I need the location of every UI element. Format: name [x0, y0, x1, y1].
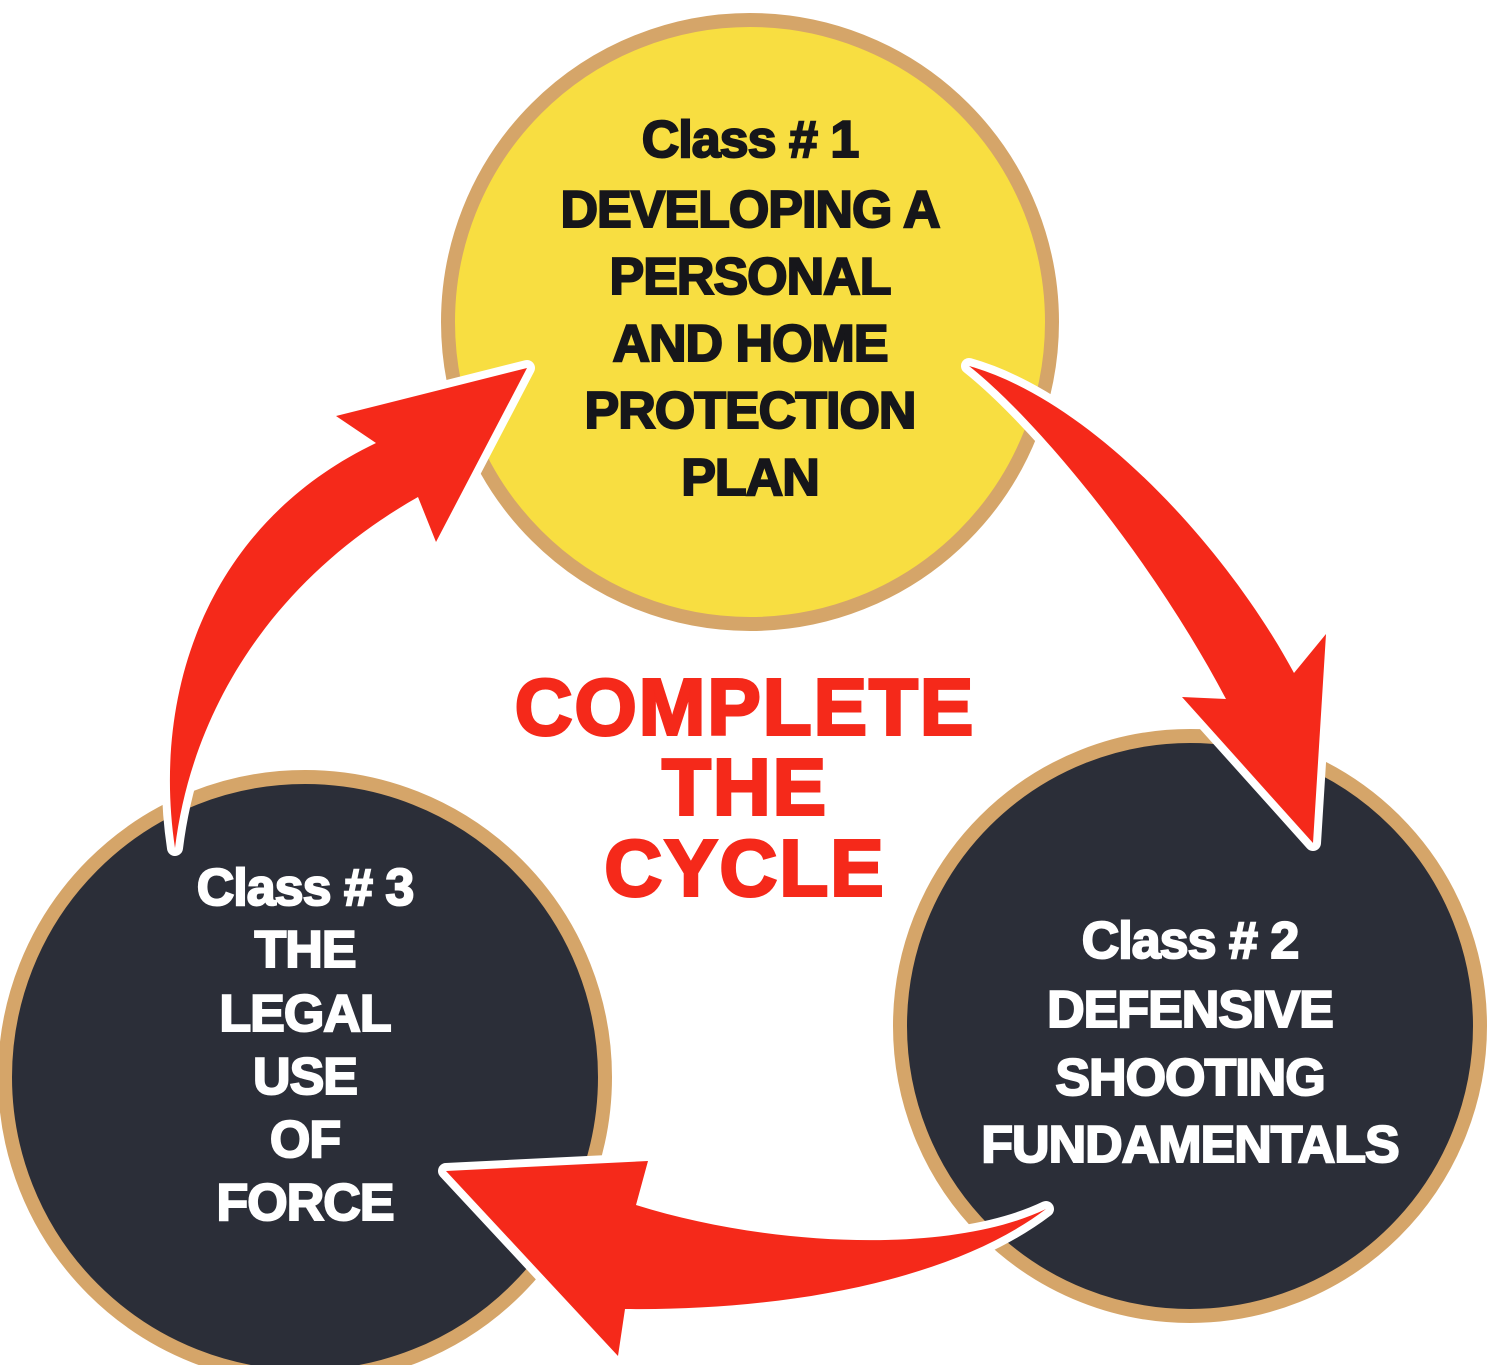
arrow-class2-to-class3-fill [446, 1161, 1046, 1356]
class-1-line-1: DEVELOPING A [560, 181, 939, 239]
center-text-line-0: COMPLETE [515, 663, 975, 752]
class-2-title: Class # 2 [1082, 912, 1299, 970]
class-1-title: Class # 1 [642, 111, 859, 169]
class-2-line-1: DEFENSIVE [1047, 981, 1333, 1039]
arrow-class1-to-class2 [961, 358, 1334, 851]
class-1-line-2: PERSONAL [610, 248, 891, 306]
class-1-line-4: PROTECTION [585, 382, 916, 440]
class-1-line-3: AND HOME [612, 315, 887, 373]
class-3-line-4: OF [270, 1111, 340, 1169]
center-text-line-1: THE [662, 743, 828, 832]
class-3-line-1: THE [255, 921, 356, 979]
class-3-line-5: FORCE [217, 1174, 394, 1232]
class-2-line-2: SHOOTING [1055, 1049, 1324, 1107]
center-text-line-2: CYCLE [604, 824, 885, 913]
class-3-line-3: USE [253, 1048, 357, 1106]
class-3-title: Class # 3 [197, 859, 414, 917]
class-1-circle [441, 13, 1059, 631]
class-3-line-2: LEGAL [219, 985, 390, 1043]
class-2-line-3: FUNDAMENTALS [981, 1116, 1398, 1174]
class-2-circle [893, 729, 1487, 1323]
class-3-text: Class # 3 THE LEGAL USE OF FORCE [196, 858, 416, 1233]
center-text: COMPLETE THE CYCLE [513, 661, 975, 914]
arrow-class3-to-class1-fill [169, 368, 527, 848]
arrow-class3-to-class1 [161, 360, 535, 856]
class-1-text: Class # 1 DEVELOPING A PERSONAL AND HOME… [559, 110, 941, 508]
arrow-class1-to-class2-fill [969, 366, 1326, 843]
class-1-line-5: PLAN [681, 449, 819, 507]
class-3-circle [0, 770, 612, 1365]
arrow-class2-to-class3 [438, 1153, 1054, 1364]
class-2-text: Class # 2 DEFENSIVE SHOOTING FUNDAMENTAL… [980, 911, 1400, 1175]
